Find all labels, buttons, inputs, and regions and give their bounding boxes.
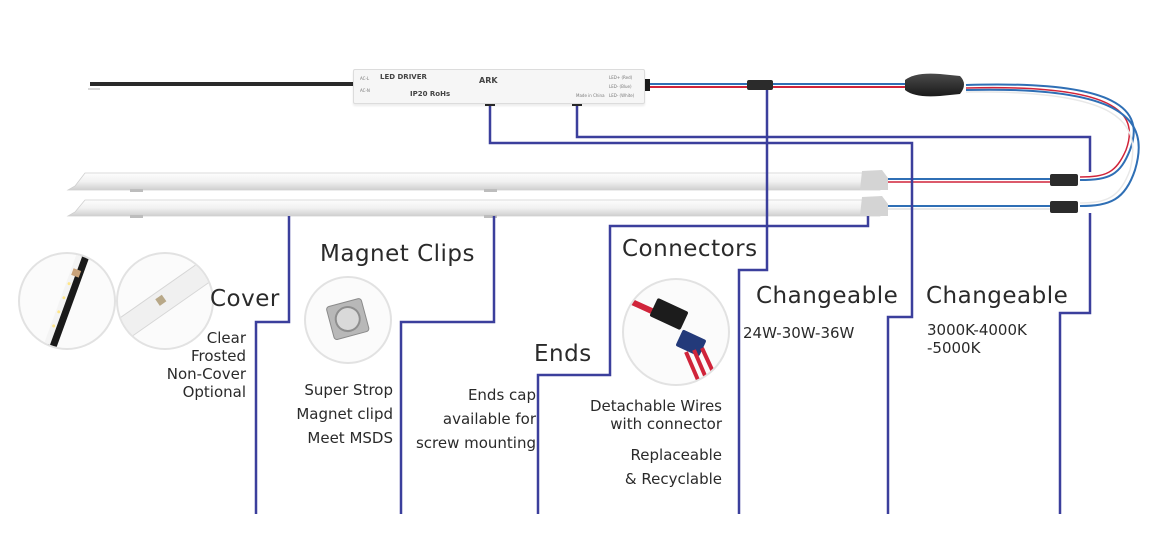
cct-options: 3000K-4000K -5000K xyxy=(927,321,1027,357)
ac-n-label: AC-N xyxy=(360,88,370,93)
frosted-cover-icon xyxy=(118,254,212,343)
driver-title: LED DRIVER xyxy=(380,73,427,81)
cover-image-strip xyxy=(18,252,116,350)
bar-connector-2 xyxy=(1050,201,1078,213)
callout-line-cover xyxy=(254,216,291,514)
ends-line-2: available for xyxy=(442,410,536,428)
magnet-clips-description: Super Strop Magnet clipd Meet MSDS xyxy=(296,378,393,450)
callout-line-cct-lower xyxy=(1058,213,1092,514)
magnet-clip-image xyxy=(304,276,392,364)
cct-changeable-title: Changeable xyxy=(926,283,1069,309)
magnet-clips-line-3: Meet MSDS xyxy=(307,429,393,447)
connectors-line-4: & Recyclable xyxy=(624,470,722,488)
led-red-label: LED+ (Red) xyxy=(609,75,633,80)
ends-title: Ends xyxy=(534,341,592,367)
connectors-line-2: with connector xyxy=(610,415,722,433)
driver-brand: ARK xyxy=(479,76,498,85)
cct-line-1: 3000K-4000K xyxy=(927,321,1027,339)
led-bar-1 xyxy=(66,170,888,192)
cover-description: Clear Frosted Non-Cover Optional xyxy=(167,329,246,401)
ends-line-3: screw mounting xyxy=(415,434,536,452)
callout-lines xyxy=(254,90,1092,514)
magnet-clips-title: Magnet Clips xyxy=(320,241,476,267)
led-bar-2 xyxy=(66,196,888,218)
power-options: 24W-30W-36W xyxy=(743,324,855,342)
connectors-description: Detachable Wires with connector xyxy=(590,397,722,433)
led-driver: AC-L AC-N LED DRIVER IP20 RoHs ARK LED+ … xyxy=(353,69,645,104)
callout-line-ends xyxy=(536,216,870,514)
made-in-label: Made in China xyxy=(576,93,605,98)
cover-option-3: Non-Cover xyxy=(166,365,246,383)
cover-image-diffuser xyxy=(116,252,214,350)
ends-line-1: Ends cap xyxy=(467,386,536,404)
bar-connector-1 xyxy=(1050,174,1078,186)
connectors-description-2: Replaceable & Recyclable xyxy=(625,443,722,491)
magnet-clips-line-1: Super Strop xyxy=(304,381,393,399)
ends-description: Ends cap available for screw mounting xyxy=(416,383,536,455)
ac-l-label: AC-L xyxy=(360,76,370,81)
callout-line-magnet-clips xyxy=(399,216,496,514)
callout-line-cct xyxy=(575,105,1092,172)
connector-image xyxy=(622,278,730,386)
led-blue-label: LED- (Blue) xyxy=(609,84,632,89)
callout-line-connectors xyxy=(737,90,769,514)
driver-rating: IP20 RoHs xyxy=(410,90,451,98)
magnet-clip-icon xyxy=(326,298,370,340)
led-white-label: LED- (White) xyxy=(609,93,635,98)
wire-connector-icon xyxy=(630,298,716,381)
output-wires xyxy=(640,79,905,91)
magnet-clips-line-2: Magnet clipd xyxy=(296,405,393,423)
callout-line-power xyxy=(488,105,914,514)
connectors-line-1: Detachable Wires xyxy=(589,397,722,415)
cover-option-2: Frosted xyxy=(191,347,246,365)
connectors-line-3: Replaceable xyxy=(630,446,722,464)
cover-option-4: Optional xyxy=(182,383,246,401)
cover-title: Cover xyxy=(210,286,280,312)
inline-connector xyxy=(747,80,773,90)
led-strip-icon xyxy=(40,254,91,348)
ac-input-cable xyxy=(88,82,355,90)
connectors-title: Connectors xyxy=(622,236,758,262)
cct-line-2: -5000K xyxy=(927,339,981,357)
power-changeable-title: Changeable xyxy=(756,283,899,309)
wire-splitter xyxy=(886,73,1140,213)
cover-option-1: Clear xyxy=(206,329,246,347)
